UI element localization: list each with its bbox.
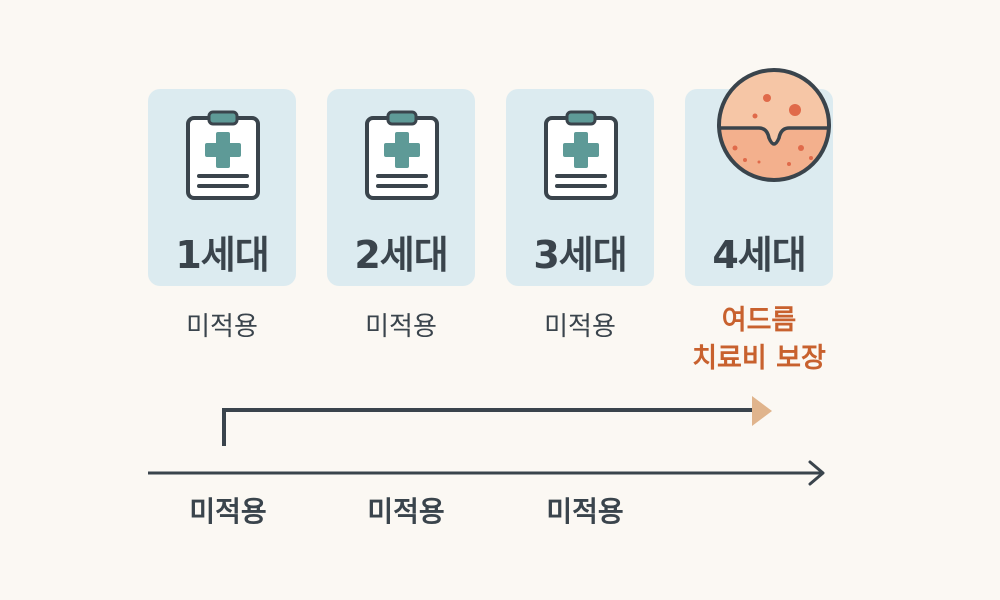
card-status: 미적용 bbox=[365, 312, 437, 342]
generation-label: 2세대 bbox=[354, 233, 448, 277]
status-line-1: 여드름 bbox=[721, 305, 797, 336]
generation-label: 1세대 bbox=[175, 233, 269, 277]
medical-clipboard-icon bbox=[186, 110, 260, 200]
generation-card-3: 3세대 bbox=[506, 89, 654, 286]
card-status: 미적용 bbox=[186, 312, 258, 342]
timeline-label-1: 미적용 bbox=[189, 495, 267, 528]
generation-card-1: 1세대 bbox=[148, 89, 296, 286]
generation-card-2: 2세대 bbox=[327, 89, 475, 286]
coverage-arrow-line bbox=[222, 408, 754, 446]
medical-clipboard-icon bbox=[365, 110, 439, 200]
acne-skin-icon bbox=[717, 68, 831, 182]
timeline-axis-head bbox=[808, 460, 825, 486]
generation-label: 3세대 bbox=[533, 233, 627, 277]
timeline-label-2: 미적용 bbox=[367, 495, 445, 528]
medical-clipboard-icon bbox=[544, 110, 618, 200]
status-line-2: 치료비 보장 bbox=[692, 343, 826, 374]
timeline-label-3: 미적용 bbox=[546, 495, 624, 528]
card-status-highlight: 여드름 치료비 보장 bbox=[678, 302, 840, 378]
generation-label: 4세대 bbox=[712, 233, 806, 277]
coverage-arrow-head bbox=[752, 396, 772, 426]
card-status: 미적용 bbox=[544, 312, 616, 342]
